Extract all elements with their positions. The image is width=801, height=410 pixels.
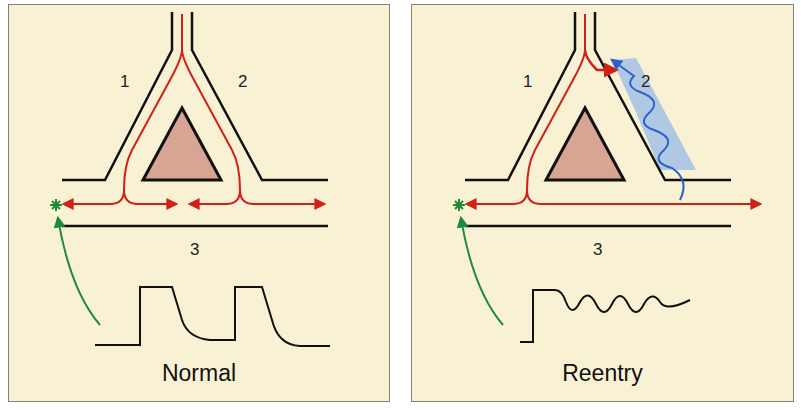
action-potential-trace [95,287,330,346]
fiber-number: 3 [593,240,602,260]
figure-panel: Normal [8,4,390,402]
fiber-number: 2 [238,72,247,92]
fiber-number: 2 [641,72,650,92]
stimulus-mark [453,199,465,211]
reentry-trace [520,290,690,342]
panel-caption: Normal [162,360,236,387]
figure-panel: Reentry [411,4,794,402]
recording-arrow [58,218,100,325]
fiber-number: 1 [523,72,532,92]
recording-arrow [461,218,503,325]
fiber-number: 1 [120,72,129,92]
stimulus-mark [50,199,62,211]
panel-caption: Reentry [562,360,643,387]
normal-fibers [62,12,328,226]
reentry-fibers [465,12,760,226]
fiber-number: 3 [190,240,199,260]
